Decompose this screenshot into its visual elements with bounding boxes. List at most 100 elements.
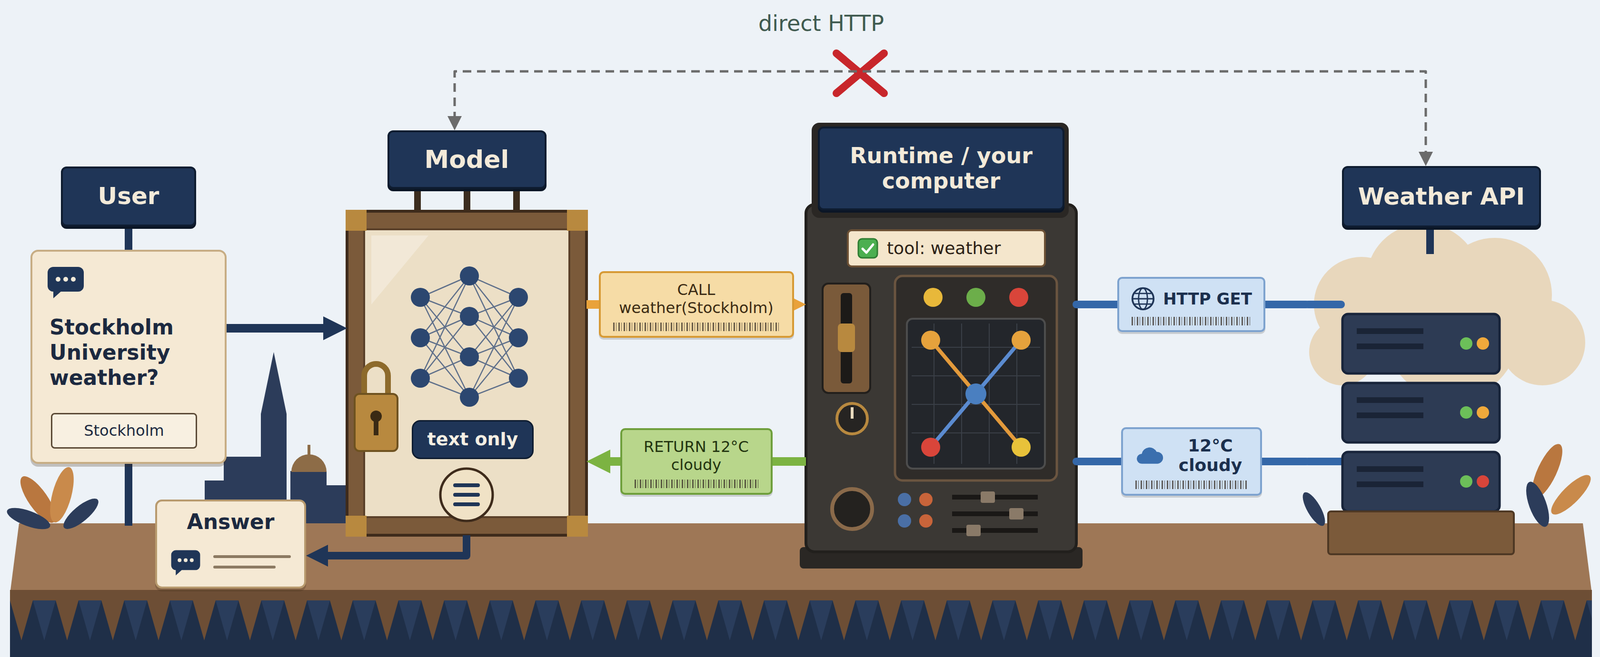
- text-line: [213, 555, 291, 559]
- input-chip: Stockholm: [50, 413, 198, 449]
- server-illustration: [1476, 337, 1490, 350]
- link-note: direct HTTP: [753, 10, 889, 37]
- blocked-mark: [836, 53, 885, 94]
- blocked-mark: [836, 53, 885, 94]
- model-frame: [566, 209, 588, 231]
- runtime-machine-illustration: [894, 276, 1057, 481]
- runtime-machine-illustration: [799, 122, 1083, 569]
- server-illustration: [1342, 383, 1500, 443]
- model-frame: [453, 502, 480, 507]
- tool-text: tool: weather: [886, 238, 1001, 259]
- call-ticket: CALL weather(Stockholm): [598, 271, 795, 339]
- speech-icon: [170, 549, 201, 577]
- edge-label: direct HTTP: [758, 10, 885, 37]
- check-icon: [857, 238, 879, 259]
- speech-icon: [46, 266, 85, 300]
- runtime-machine-illustration: [1011, 437, 1031, 458]
- model-frame: [410, 368, 430, 388]
- barcode: [613, 322, 780, 332]
- runtime-machine-illustration: [952, 528, 1038, 534]
- component-label: Weather API: [1341, 166, 1541, 228]
- runtime-machine-illustration: [836, 403, 868, 435]
- server-illustration: [1356, 466, 1424, 473]
- leaves: [4, 504, 53, 535]
- model-frame: [508, 288, 528, 308]
- server-illustration: [1356, 481, 1424, 488]
- edge-label: 12°C cloudy: [1172, 436, 1249, 476]
- runtime-machine-illustration: [921, 437, 941, 458]
- server-illustration: [1356, 328, 1424, 335]
- status-pill: text only: [411, 420, 535, 460]
- server-illustration: [1460, 475, 1473, 488]
- input-text: Stockholm: [83, 422, 164, 440]
- runtime-machine-illustration: [1009, 288, 1029, 308]
- model-frame: [440, 468, 493, 522]
- model-frame: [566, 516, 588, 537]
- status-text: text only: [427, 429, 519, 450]
- server-illustration: [1426, 225, 1434, 255]
- model-frame: [345, 186, 588, 537]
- runtime-machine-illustration: [837, 323, 855, 353]
- runtime-machine-illustration: [923, 288, 943, 308]
- edge-label: HTTP GET: [1162, 289, 1253, 309]
- server-illustration: [1304, 223, 1586, 555]
- server-illustration: [1342, 452, 1500, 512]
- server-illustration: [1309, 223, 1586, 400]
- runtime-machine-illustration: [966, 288, 986, 308]
- flow-arrow: [226, 324, 331, 333]
- server-illustration: [1476, 406, 1490, 419]
- answer-text: Answer: [161, 510, 300, 535]
- globe-icon: [1130, 286, 1156, 312]
- leaves: [1298, 489, 1330, 529]
- server-illustration: [1460, 406, 1473, 419]
- runtime-machine-illustration: [930, 340, 1022, 448]
- runtime-machine-illustration: [919, 493, 933, 507]
- answer-arrow: [321, 535, 467, 557]
- runtime-machine-illustration: [921, 330, 941, 350]
- barcode: [634, 479, 759, 489]
- server-illustration: [1304, 457, 1345, 466]
- server-illustration: [1356, 412, 1424, 419]
- model-frame: [508, 368, 528, 388]
- runtime-machine-illustration: [911, 323, 1041, 465]
- server-illustration: [1356, 397, 1424, 404]
- tool-chip: tool: weather: [846, 229, 1046, 268]
- city-skyline: [291, 454, 327, 473]
- server-illustration: [1328, 511, 1514, 555]
- edge-label: RETURN 12°C cloudy: [634, 437, 759, 475]
- actor-label: User: [60, 166, 197, 227]
- runtime-machine-illustration: [906, 318, 1045, 469]
- model-frame: [459, 347, 479, 367]
- runtime-machine-illustration: [850, 407, 854, 419]
- runtime-machine-illustration: [832, 489, 873, 530]
- component-label: Model: [387, 130, 547, 189]
- model-frame: [463, 186, 471, 214]
- model-frame: [410, 266, 528, 408]
- edge-label: CALL weather(Stockholm): [613, 280, 780, 318]
- model-frame: [513, 186, 520, 214]
- runtime-machine-illustration: [952, 511, 1038, 517]
- leaves: [1546, 470, 1597, 521]
- text-line: [213, 566, 276, 569]
- blocked-mark: [836, 53, 885, 94]
- runtime-machine-illustration: [805, 204, 1077, 553]
- server-illustration: [1342, 314, 1500, 374]
- model-frame: [414, 186, 421, 214]
- model-frame: [364, 364, 388, 398]
- runtime-machine-illustration: [966, 525, 981, 537]
- runtime-machine-illustration: [897, 514, 912, 528]
- model-frame: [453, 483, 480, 488]
- runtime-machine-illustration: [897, 493, 912, 507]
- runtime-machine-illustration: [811, 122, 1069, 219]
- model-box: Model text only: [347, 130, 587, 536]
- shelf: [9, 600, 1592, 657]
- model-frame: [508, 328, 528, 348]
- answer-card: Answer: [155, 499, 307, 589]
- model-frame: [459, 266, 479, 286]
- leaves: [1521, 479, 1554, 530]
- barcode: [1135, 480, 1248, 490]
- runtime-machine-illustration: [980, 491, 995, 504]
- model-frame: [345, 209, 367, 231]
- server-illustration: [1460, 337, 1473, 350]
